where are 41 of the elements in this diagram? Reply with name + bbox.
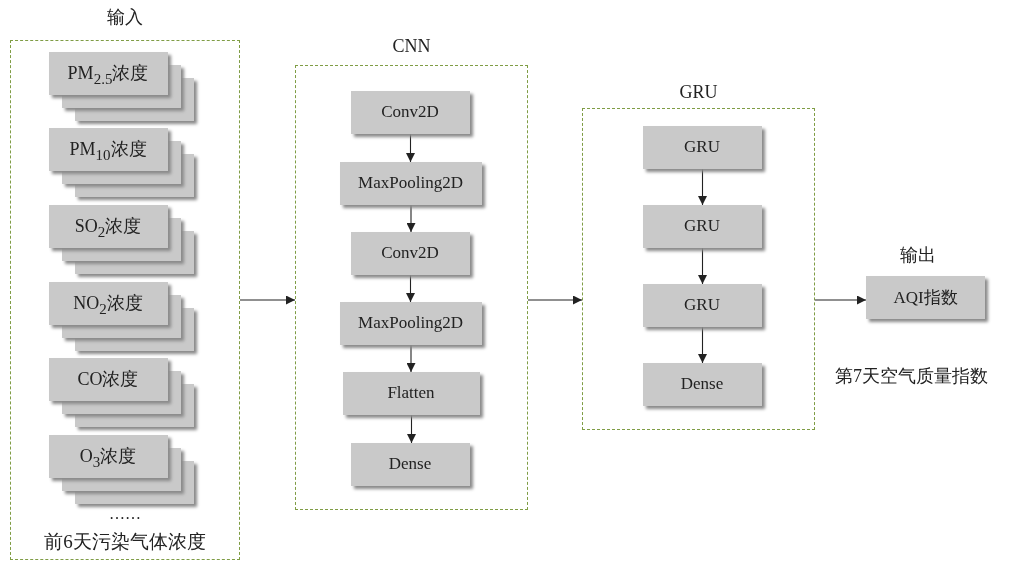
stacked-card [48,204,194,274]
output-box: AQI指数 [866,276,985,319]
card-label: CO浓度 [76,367,140,391]
card-label: O$_{3}$浓度 [78,444,138,471]
stacked-card [48,127,194,197]
arrow [406,274,415,303]
stacked-card [48,281,194,351]
group-title: 输入 [106,6,144,29]
card-label: NO$_{2}$浓度 [72,291,144,318]
layer-box: MaxPooling2D [339,301,482,345]
card-label: SO$_{2}$浓度 [73,214,143,241]
layer-box: GRU [642,125,762,169]
card-label: PM$_{10}$浓度 [68,137,148,164]
layer-box: Dense [642,362,762,406]
arrow [406,344,416,373]
layer-box: GRU [642,283,762,327]
arrow [698,168,707,206]
layer-box: GRU [642,204,762,248]
stacked-card [48,51,194,121]
layer-box: Dense [350,442,470,486]
layer-box: Flatten [342,371,480,415]
arrow [406,133,415,163]
layer-box: Conv2D [350,90,470,134]
layer-box: Conv2D [350,231,470,275]
ellipsis-text: …… [108,505,142,523]
group-title: GRU [678,82,719,103]
group-caption: 前6天污染气体浓度 [43,530,207,554]
group-title: CNN [391,36,432,57]
caption-text: 第7天空气质量指数 [835,365,988,388]
arrow [406,204,416,233]
arrow [407,414,416,444]
arrow [239,295,296,305]
stacked-card [48,357,194,427]
arrow [527,295,583,305]
arrow [698,247,707,285]
box-title: 输出 [900,244,936,267]
layer-box: MaxPooling2D [339,161,482,205]
card-label: PM$_{2.5}$浓度 [66,61,150,88]
arrow [698,326,707,364]
arrow [814,295,867,305]
stacked-card [48,434,194,504]
